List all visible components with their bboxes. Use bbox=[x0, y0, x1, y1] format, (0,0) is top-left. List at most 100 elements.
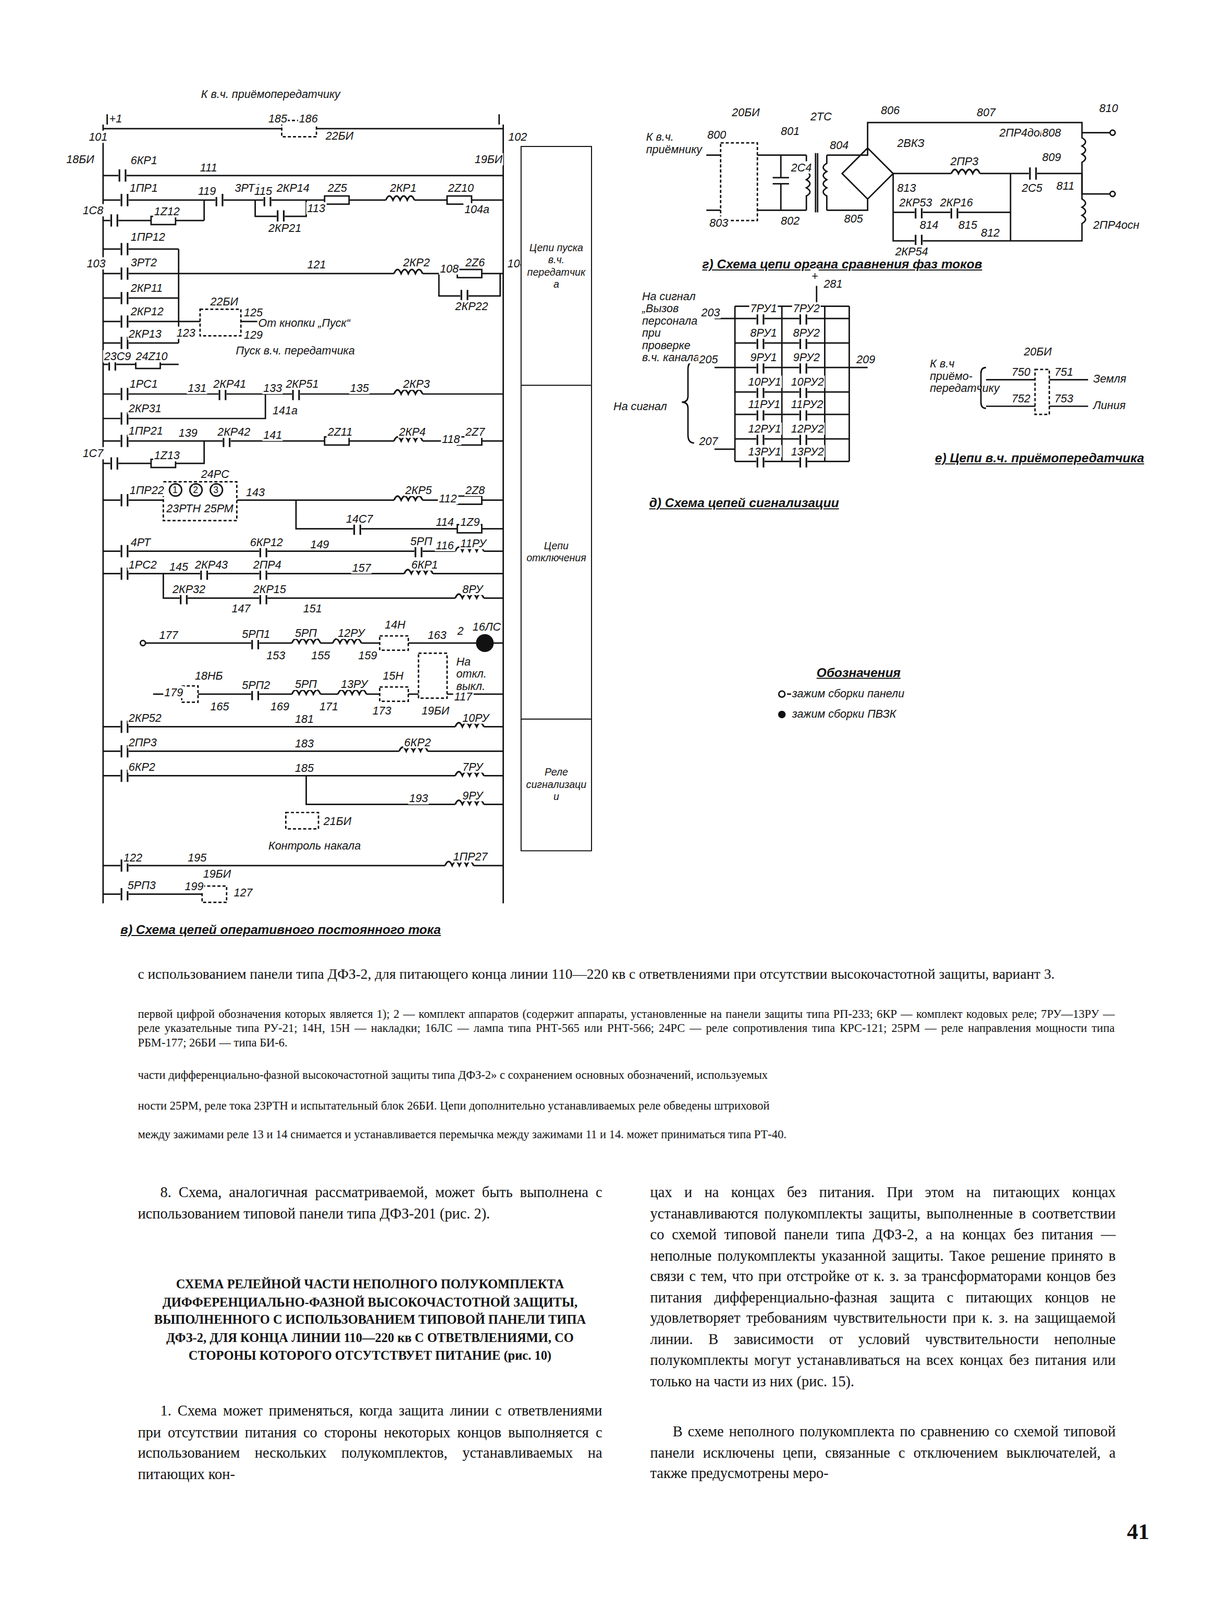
wire-label: 5РП2 bbox=[240, 678, 272, 692]
wire-label: 177 bbox=[158, 628, 180, 642]
wire-label: 23С9 bbox=[103, 350, 132, 363]
wire-label: 102 bbox=[507, 130, 528, 144]
wire-label: 115 bbox=[253, 184, 274, 198]
wire-label: 131 bbox=[186, 381, 208, 395]
section-heading: СХЕМА РЕЛЕЙНОЙ ЧАСТИ НЕПОЛНОГО ПОЛУКОМПЛ… bbox=[137, 1275, 602, 1365]
wire-label: 135 bbox=[349, 381, 371, 395]
coil-symbols bbox=[291, 195, 484, 867]
wire-label: 11РУ bbox=[459, 536, 487, 550]
wire-label: 1РС1 bbox=[128, 377, 159, 391]
wire-label: 2ПР3 bbox=[127, 735, 158, 749]
wire-label: 2ПР4доп bbox=[998, 126, 1048, 140]
wire-label: От кнопки „Пуск“ bbox=[257, 316, 352, 329]
wire-label: 159 bbox=[357, 649, 378, 662]
wire-label: 179 bbox=[163, 685, 184, 699]
wire-label: 209 bbox=[855, 353, 877, 366]
wire-label: 163 bbox=[426, 628, 448, 642]
caption-text: с использованием панели типа ДФЗ-2, для … bbox=[137, 965, 1115, 984]
signal-circuit bbox=[681, 285, 868, 468]
wire-label: 2ПР4осн bbox=[1092, 218, 1141, 231]
wire-label: 1ПР21 bbox=[127, 424, 165, 438]
wire-label: 147 bbox=[230, 602, 252, 615]
box-text-group: Цепи пуска в.ч. передатчика bbox=[524, 241, 588, 291]
wire-label: 10РУ2 bbox=[790, 375, 826, 389]
wire-label: 811 bbox=[1055, 179, 1076, 193]
wire-label: Линия bbox=[1092, 399, 1127, 412]
bus-wires bbox=[103, 114, 504, 904]
wire-label: 141а bbox=[271, 404, 299, 417]
wire-label: 16ЛС bbox=[471, 620, 502, 634]
wire-label: 752 bbox=[1010, 391, 1032, 405]
wire-label: 119 bbox=[197, 184, 217, 198]
resistor-symbols bbox=[135, 195, 482, 533]
wire-label: 6КР1 bbox=[410, 558, 439, 571]
wire-label: 1Z13 bbox=[153, 449, 181, 462]
wire-label: 18НБ bbox=[193, 669, 224, 683]
wire-label: 751 bbox=[1053, 365, 1075, 378]
legend-text: зажим сборки панели bbox=[792, 686, 905, 700]
wire-label: 9РУ1 bbox=[749, 351, 779, 364]
box-label: Реле сигнализации bbox=[524, 766, 588, 804]
wire-label: 753 bbox=[1053, 391, 1075, 405]
wire-label: 101 bbox=[87, 130, 109, 144]
box-label: Цепи отключения bbox=[524, 539, 588, 565]
wire-label: 2КР54 bbox=[894, 244, 930, 258]
wire-label: 804 bbox=[828, 138, 850, 152]
wire-label: 2Z11 bbox=[326, 425, 354, 439]
wire-label: +1 bbox=[108, 112, 123, 125]
wire-label: К в.ч приёмо-передатчику bbox=[928, 357, 980, 395]
wire-label: 2КР21 bbox=[267, 221, 303, 235]
wire-label: 22БИ bbox=[209, 294, 240, 308]
wire-label: 111 bbox=[199, 161, 219, 174]
figure-caption: в) Схема цепей оперативного постоянного … bbox=[120, 922, 441, 938]
wire-label: 181 bbox=[293, 712, 315, 725]
wire-label: На сигнал „Вызов персонала при проверке … bbox=[641, 289, 709, 364]
wire-label: 4РТ bbox=[129, 535, 152, 549]
body-text: 1. Схема может применяться, когда защита… bbox=[137, 1400, 602, 1485]
wire-label: 807 bbox=[975, 106, 997, 119]
figure-caption: д) Схема цепей сигнализации bbox=[649, 496, 840, 511]
wire-label: 2С5 bbox=[1020, 181, 1044, 195]
wire-label: 2КР12 bbox=[129, 305, 165, 318]
wire-label: 1Z9 bbox=[459, 515, 481, 528]
wire-label: 813 bbox=[896, 181, 918, 195]
wire-label: 103 bbox=[85, 257, 107, 270]
wire-label: 185 bbox=[293, 761, 315, 774]
wire-label: К в.ч. приёмнику bbox=[645, 130, 697, 156]
wire-label: 1ПР22 bbox=[128, 483, 166, 497]
wire-label: 173 bbox=[371, 704, 393, 717]
wire-label: 2КР31 bbox=[127, 402, 163, 415]
wire-label: 5РП bbox=[293, 677, 318, 691]
wire-label: 2КР15 bbox=[252, 582, 288, 596]
wire-label: 281 bbox=[822, 277, 844, 291]
wire-label: 8РУ bbox=[461, 582, 484, 596]
wire-label: 808 bbox=[1041, 126, 1063, 140]
wire-label: 6КР2 bbox=[127, 760, 157, 773]
wire-label: 18БИ bbox=[65, 153, 95, 166]
wire-label: 193 bbox=[408, 792, 429, 805]
wire-label: 113 bbox=[306, 202, 327, 215]
wire-label: 13РУ bbox=[339, 677, 369, 691]
wire-label: 6КР2 bbox=[403, 735, 433, 749]
wire-label: На откл. выкл. bbox=[455, 655, 495, 693]
wire-label: 24Z10 bbox=[134, 350, 169, 363]
wire-label: 1Z12 bbox=[153, 205, 181, 218]
wire-label: 19БИ bbox=[420, 704, 451, 717]
wire-label: 5РП1 bbox=[240, 628, 272, 641]
wire-label: 2КР32 bbox=[171, 582, 207, 596]
wire-label: 149 bbox=[309, 537, 330, 551]
wire-label: 205 bbox=[698, 353, 720, 366]
wire-label: 1ПР1 bbox=[128, 181, 159, 195]
wire-label: 121 bbox=[306, 258, 328, 272]
wire-label: 2КР1 bbox=[388, 181, 418, 195]
wire-label: 800 bbox=[706, 128, 728, 142]
wire-label: 185 bbox=[267, 112, 289, 125]
wire-label: 2КР4 bbox=[398, 425, 427, 439]
section-box: Цепи отключения bbox=[520, 384, 593, 720]
terminal-number: 2 bbox=[192, 484, 199, 496]
wire-label: 2КР2 bbox=[402, 256, 432, 269]
wire-label: 2КР14 bbox=[275, 181, 311, 195]
figure-caption: Обозначения bbox=[816, 665, 901, 680]
wire-label: 2КР41 bbox=[212, 377, 248, 391]
wire-label: 810 bbox=[1098, 102, 1119, 115]
